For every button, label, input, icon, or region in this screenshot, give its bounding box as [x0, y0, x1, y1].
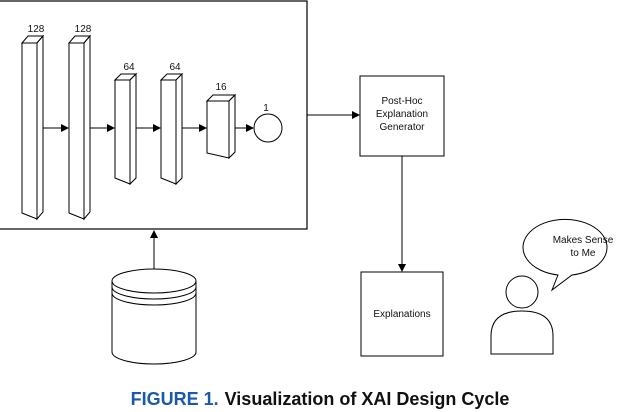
- speech-bubble-line-2: to Me: [570, 248, 595, 259]
- layer-5-units-label: 16: [215, 82, 227, 93]
- layer-2-units-label: 128: [75, 24, 92, 35]
- output-node-label: 1: [263, 103, 269, 114]
- post-hoc-explanation-generator: Post-Hoc Explanation Generator: [359, 75, 445, 157]
- database-band-2: [111, 292, 197, 306]
- speech-bubble-shape: [522, 218, 608, 292]
- layer-4-side-face: [175, 72, 183, 186]
- database-band-1: [111, 286, 197, 300]
- database-icon: [111, 268, 197, 365]
- layer-1-units-label: 128: [28, 24, 45, 35]
- neural-network-box: [0, 0, 308, 230]
- figure-title: Visualization of XAI Design Cycle: [224, 389, 510, 409]
- generator-label-line-2: Explanation: [376, 109, 428, 120]
- database-top: [111, 268, 197, 294]
- layer-3-units-label: 64: [123, 62, 135, 73]
- network-layer-3: 64: [113, 62, 138, 186]
- layer-4-units-label: 64: [169, 62, 181, 73]
- output-node: 1: [253, 103, 283, 143]
- explanations-label: Explanations: [373, 309, 430, 320]
- output-node-circle: [253, 113, 283, 143]
- explanations-box: [360, 271, 444, 357]
- network-layer-2: 128: [67, 24, 92, 221]
- layer-1-front-face: [21, 42, 38, 220]
- layer-4-front-face: [160, 79, 177, 185]
- layer-3-side-face: [129, 72, 137, 186]
- layer-5-side-face: [228, 93, 236, 160]
- database-body: [111, 281, 197, 365]
- network-layer-1: 128: [20, 24, 45, 221]
- generator-box: [359, 75, 445, 157]
- layer-2-side-face: [83, 34, 91, 221]
- network-layer-4: 64: [159, 62, 184, 186]
- user-icon: [490, 275, 554, 355]
- speech-bubble-line-1: Makes Sense: [553, 235, 614, 246]
- layer-2-front-face: [68, 42, 85, 220]
- figure-caption: FIGURE 1.Visualization of XAI Design Cyc…: [0, 389, 640, 410]
- user-body: [490, 310, 554, 355]
- network-layer-5: 16: [205, 82, 237, 160]
- user-head: [505, 275, 539, 309]
- layer-5-front-face: [206, 100, 230, 159]
- speech-bubble: Makes Sense to Me: [522, 218, 614, 292]
- generator-label-line-1: Post-Hoc: [381, 96, 422, 107]
- generator-label-line-3: Generator: [379, 122, 425, 133]
- explanations-output: Explanations: [360, 271, 444, 357]
- figure-number: FIGURE 1.: [130, 389, 219, 409]
- layer-3-front-face: [114, 79, 131, 185]
- layer-1-side-face: [36, 34, 44, 221]
